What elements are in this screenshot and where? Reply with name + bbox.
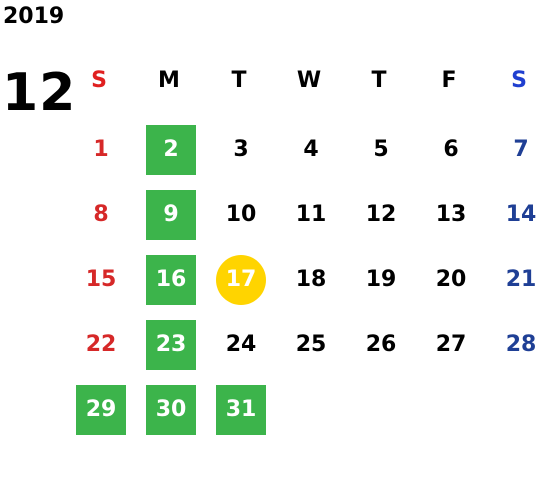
day-cell[interactable]: 11 (295, 202, 327, 227)
day-cell[interactable]: 24 (225, 332, 257, 357)
day-cell[interactable]: 6 (443, 137, 459, 162)
day-cell[interactable]: 7 (513, 137, 529, 162)
day-cell[interactable]: 4 (303, 137, 319, 162)
day-cell[interactable]: 1 (93, 137, 109, 162)
year-label: 2019 (3, 4, 65, 29)
day-cell[interactable]: 21 (505, 267, 537, 292)
day-cell[interactable]: 22 (85, 332, 117, 357)
weekday-thu: T (371, 68, 387, 93)
day-cell[interactable]: 23 (146, 320, 196, 370)
day-cell[interactable]: 18 (295, 267, 327, 292)
day-cell[interactable]: 19 (365, 267, 397, 292)
day-cell[interactable]: 28 (505, 332, 537, 357)
day-cell[interactable]: 13 (435, 202, 467, 227)
day-cell[interactable]: 14 (505, 202, 537, 227)
day-cell[interactable]: 25 (295, 332, 327, 357)
month-label: 12 (2, 63, 77, 123)
weekday-tue: T (231, 68, 247, 93)
day-cell[interactable]: 20 (435, 267, 467, 292)
day-cell[interactable]: 30 (146, 385, 196, 435)
day-cell[interactable]: 15 (85, 267, 117, 292)
weekday-sat: S (511, 68, 527, 93)
day-cell[interactable]: 5 (373, 137, 389, 162)
weekday-fri: F (441, 68, 457, 93)
day-cell[interactable]: 9 (146, 190, 196, 240)
day-cell[interactable]: 12 (365, 202, 397, 227)
day-cell[interactable]: 29 (76, 385, 126, 435)
day-cell[interactable]: 26 (365, 332, 397, 357)
day-cell[interactable]: 16 (146, 255, 196, 305)
weekday-sun: S (91, 68, 107, 93)
day-cell[interactable]: 31 (216, 385, 266, 435)
day-cell[interactable]: 10 (225, 202, 257, 227)
day-cell[interactable]: 3 (233, 137, 249, 162)
day-cell[interactable]: 8 (93, 202, 109, 227)
weekday-wed: W (296, 68, 322, 93)
day-cell-today[interactable]: 17 (216, 255, 266, 305)
day-cell[interactable]: 2 (146, 125, 196, 175)
weekday-mon: M (158, 68, 180, 93)
day-cell[interactable]: 27 (435, 332, 467, 357)
